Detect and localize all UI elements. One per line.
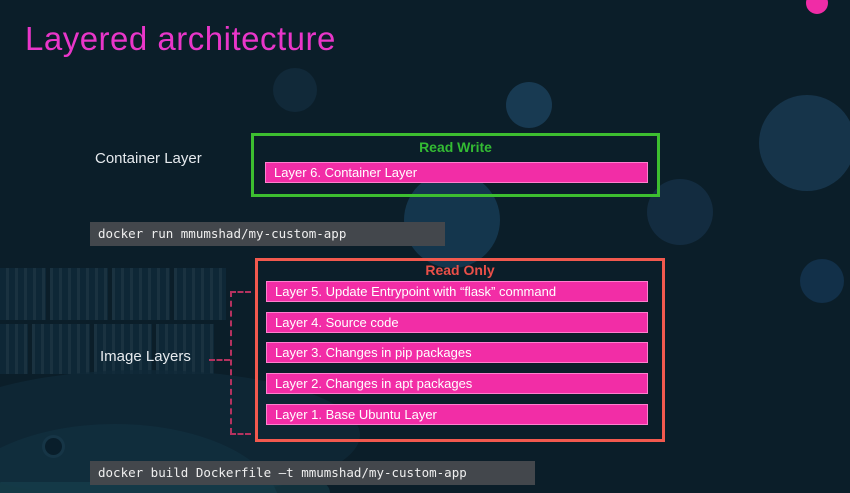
sea-illustration — [0, 482, 330, 493]
layer-bar-4: Layer 4. Source code — [266, 312, 648, 333]
image-layers-label: Image Layers — [100, 348, 191, 365]
cargo-container-illustration — [112, 268, 170, 320]
whale-eye-icon — [42, 435, 65, 458]
cargo-container-illustration — [174, 268, 226, 320]
docker-run-command: docker run mmumshad/my-custom-app — [90, 222, 445, 246]
layer-bar-5: Layer 5. Update Entrypoint with “flask” … — [266, 281, 648, 302]
background-circle — [404, 172, 500, 268]
background-circle — [506, 82, 552, 128]
read-write-header: Read Write — [419, 139, 492, 155]
read-only-box: Read Only Layer 5. Update Entrypoint wit… — [255, 258, 665, 442]
cargo-container-illustration — [0, 268, 46, 320]
background-circle — [273, 68, 317, 112]
layer-bar-1: Layer 1. Base Ubuntu Layer — [266, 404, 648, 425]
bracket-vertical-line — [230, 291, 232, 434]
bracket-connector-line — [209, 359, 230, 361]
background-circle — [800, 259, 844, 303]
background-circle — [759, 95, 850, 191]
bracket-top-line — [230, 291, 251, 293]
docker-build-command: docker build Dockerfile –t mmumshad/my-c… — [90, 461, 535, 485]
page-title: Layered architecture — [25, 20, 336, 57]
cargo-container-illustration — [156, 324, 214, 374]
layer-bar-3: Layer 3. Changes in pip packages — [266, 342, 648, 363]
layer-bar-container: Layer 6. Container Layer — [265, 162, 648, 183]
cargo-container-illustration — [50, 268, 108, 320]
cargo-container-illustration — [32, 324, 90, 374]
read-write-box: Read Write Layer 6. Container Layer — [251, 133, 660, 197]
pink-dot-icon — [806, 0, 828, 14]
bracket-bottom-line — [230, 433, 251, 435]
read-only-header: Read Only — [425, 262, 495, 278]
cargo-container-illustration — [0, 324, 28, 374]
container-layer-label: Container Layer — [95, 150, 202, 167]
layer-bar-2: Layer 2. Changes in apt packages — [266, 373, 648, 394]
cargo-container-illustration — [94, 324, 152, 374]
